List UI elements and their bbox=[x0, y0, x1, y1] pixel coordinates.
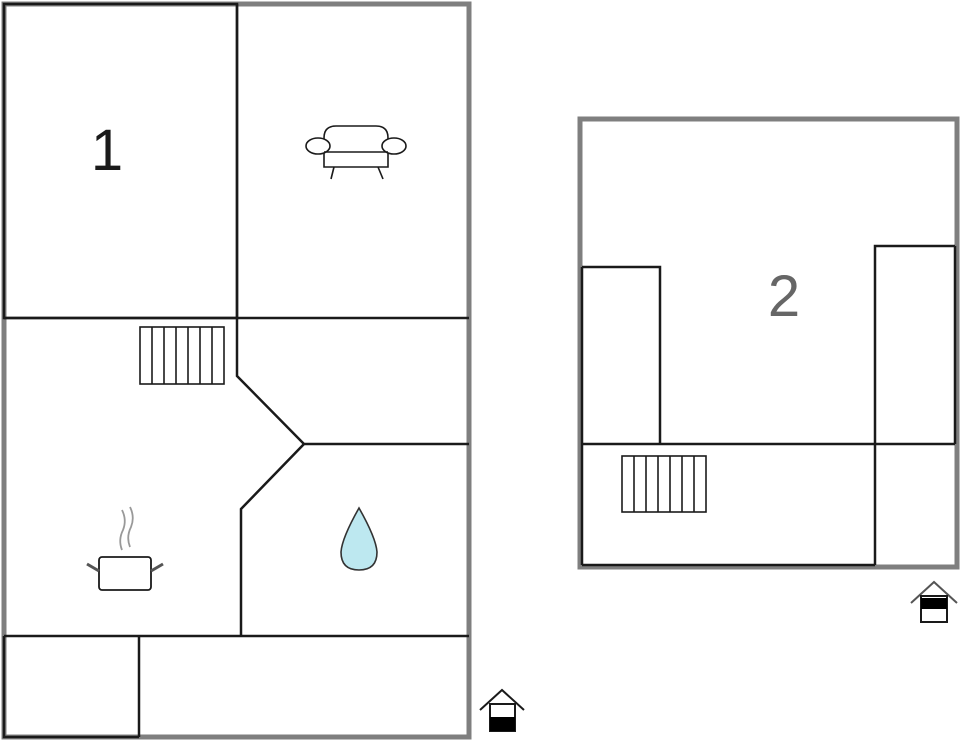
room-number-2: 2 bbox=[768, 264, 800, 329]
stairs-icon bbox=[139, 326, 225, 385]
cooking-pot-icon bbox=[86, 506, 164, 591]
small-room-frame bbox=[2, 636, 139, 739]
hallway-wall-lower bbox=[239, 443, 305, 636]
water-drop-icon bbox=[340, 506, 378, 571]
room-number-1: 1 bbox=[91, 118, 123, 183]
stairs-icon bbox=[621, 455, 707, 513]
floor-2-plan: 2 bbox=[577, 116, 960, 623]
entrance-house-icon bbox=[479, 688, 525, 732]
hallway-wall-upper bbox=[235, 318, 469, 446]
floor-2-outer-wall bbox=[577, 116, 960, 570]
right-alcove-wall bbox=[873, 244, 955, 444]
floor-1-plan: 1 bbox=[1, 1, 525, 740]
entrance-house-icon bbox=[910, 580, 958, 623]
left-alcove-wall bbox=[582, 265, 662, 444]
sofa-icon bbox=[305, 125, 407, 180]
